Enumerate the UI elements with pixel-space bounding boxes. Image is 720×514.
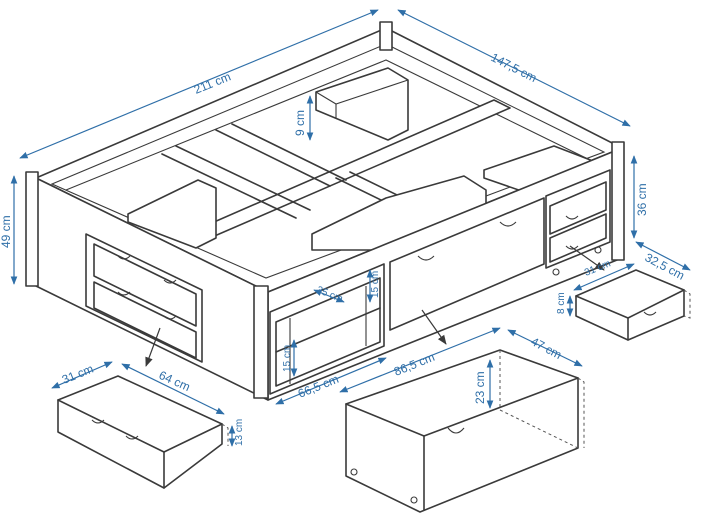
dim-line-left-drawer-width [121,363,225,415]
small-drawer-handle [643,311,657,316]
dim-top-box-height: 9 cm [293,110,307,136]
dim-line-width [397,9,631,127]
detached-left-drawer [57,375,229,489]
center-drawer-panel [389,197,545,331]
center-drawer-handle-2 [499,221,517,227]
corner-post-left [25,171,39,287]
small-drawer-box [575,269,685,341]
dim-right-cabinet-height: 36 cm [635,183,649,216]
right-cabinet-handle-lower [565,245,579,250]
right-cabinet-drawer-lower [549,213,607,263]
center-drawer-handle [417,255,435,261]
arrow-left-drawer [145,327,161,367]
dim-bed-width: 147,5 cm [489,50,539,85]
left-drawer-unit [85,233,203,363]
dim-line-shelf-depth [313,289,345,303]
dim-shelf-height-lower: 15 cm [282,345,293,372]
left-drawer-lower-handle [117,291,131,296]
dim-line-small-drawer-width [573,263,635,291]
right-cabinet-wheel-2 [594,246,602,254]
dim-line-length [19,9,379,159]
dim-left-drawer-height: 13 cm [234,419,245,446]
big-drawer-wheel-2 [410,496,418,504]
dim-line-big-drawer-width [339,327,501,393]
dim-bed-height: 49 cm [0,215,13,248]
right-cabinet-wheel [552,268,560,276]
small-drawer-dashed [683,289,691,319]
big-drawer-dashed [577,377,585,448]
left-drawer-upper [93,243,197,327]
dim-line-left-drawer-depth [51,361,113,389]
right-cabinet [545,169,611,276]
left-drawer-upper-handle-2 [163,279,177,284]
left-detached-drawer-dashed [221,423,229,446]
dim-big-drawer-depth: 47 cm [529,334,564,362]
left-drawer-lower-handle-2 [163,315,177,320]
cross-slat-2 [161,153,297,219]
center-drawer-front [389,197,545,331]
dim-shelf-height-upper: 15 cm [370,271,381,298]
detached-big-drawer [345,349,585,513]
left-detached-drawer-handle [91,419,105,424]
dim-bed-length: 211 cm [192,69,233,96]
dim-big-drawer-height: 23 cm [473,371,487,404]
left-drawer-lower [93,281,197,359]
dim-left-drawer-depth: 31 cm [60,362,96,387]
left-detached-drawer-box [57,375,223,489]
inner-box-left [127,179,217,249]
dimension-lines [10,9,691,447]
big-drawer-handle [447,427,465,434]
dim-small-drawer-height: 8 cm [556,292,567,314]
dim-line-cabinet-depth [635,241,691,271]
left-drawer-upper-handle [117,255,131,260]
right-cabinet-handle-upper [565,215,579,220]
big-drawer-wheel [350,468,358,476]
corner-post-front [253,285,269,399]
dim-line-big-drawer-depth [507,329,583,367]
right-cabinet-drawer-upper [549,181,607,235]
detached-small-drawer [575,269,691,341]
corner-post-back [379,21,393,51]
corner-post-right [611,141,625,261]
left-detached-drawer-handle-2 [125,435,139,440]
